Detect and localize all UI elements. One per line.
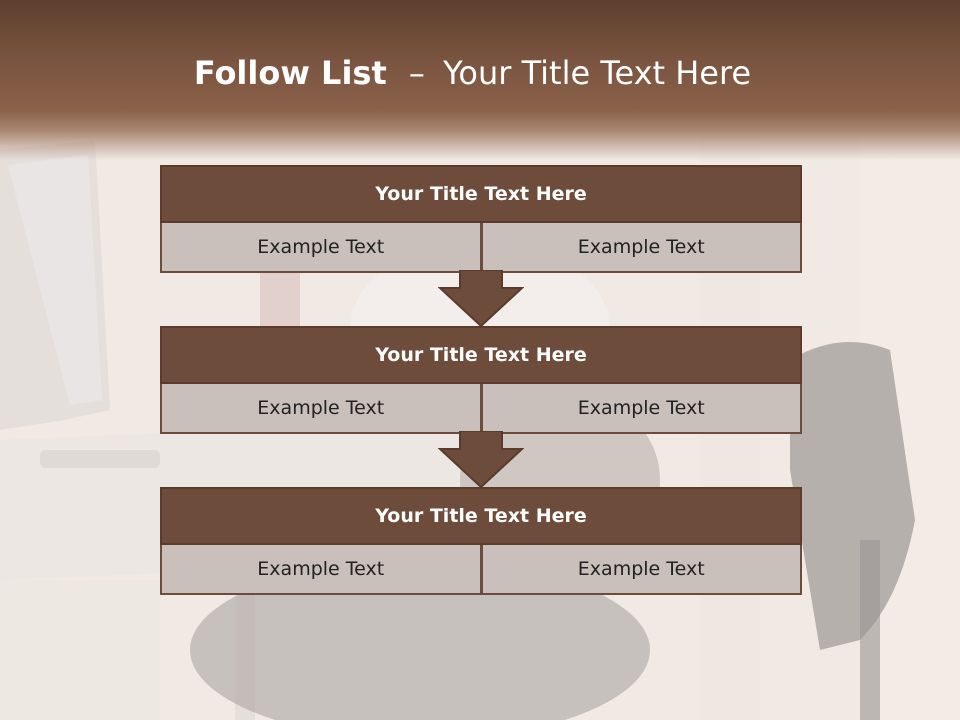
title-bold: Follow List: [193, 54, 387, 92]
list-block-3: Your Title Text Here Example Text Exampl…: [160, 487, 802, 595]
block-2-right-cell: Example Text: [481, 384, 802, 434]
block-3-left-cell: Example Text: [160, 545, 482, 595]
block-2-row: Example Text Example Text: [160, 384, 802, 434]
title-dash: –: [408, 54, 425, 92]
list-block-2: Your Title Text Here Example Text Exampl…: [160, 326, 802, 434]
down-arrow-icon-1: [438, 270, 524, 328]
block-1-left-cell: Example Text: [160, 223, 482, 273]
block-3-right-cell: Example Text: [481, 545, 802, 595]
down-arrow-icon-2: [438, 431, 524, 489]
slide-title: Follow List – Your Title Text Here: [0, 54, 945, 92]
header-band: [0, 0, 960, 160]
list-block-1: Your Title Text Here Example Text Exampl…: [160, 165, 802, 273]
block-3-header: Your Title Text Here: [160, 487, 802, 545]
block-3-row: Example Text Example Text: [160, 545, 802, 595]
title-rest: Your Title Text Here: [443, 54, 752, 92]
block-1-header: Your Title Text Here: [160, 165, 802, 223]
block-2-left-cell: Example Text: [160, 384, 482, 434]
block-1-right-cell: Example Text: [481, 223, 802, 273]
block-2-header: Your Title Text Here: [160, 326, 802, 384]
block-1-row: Example Text Example Text: [160, 223, 802, 273]
